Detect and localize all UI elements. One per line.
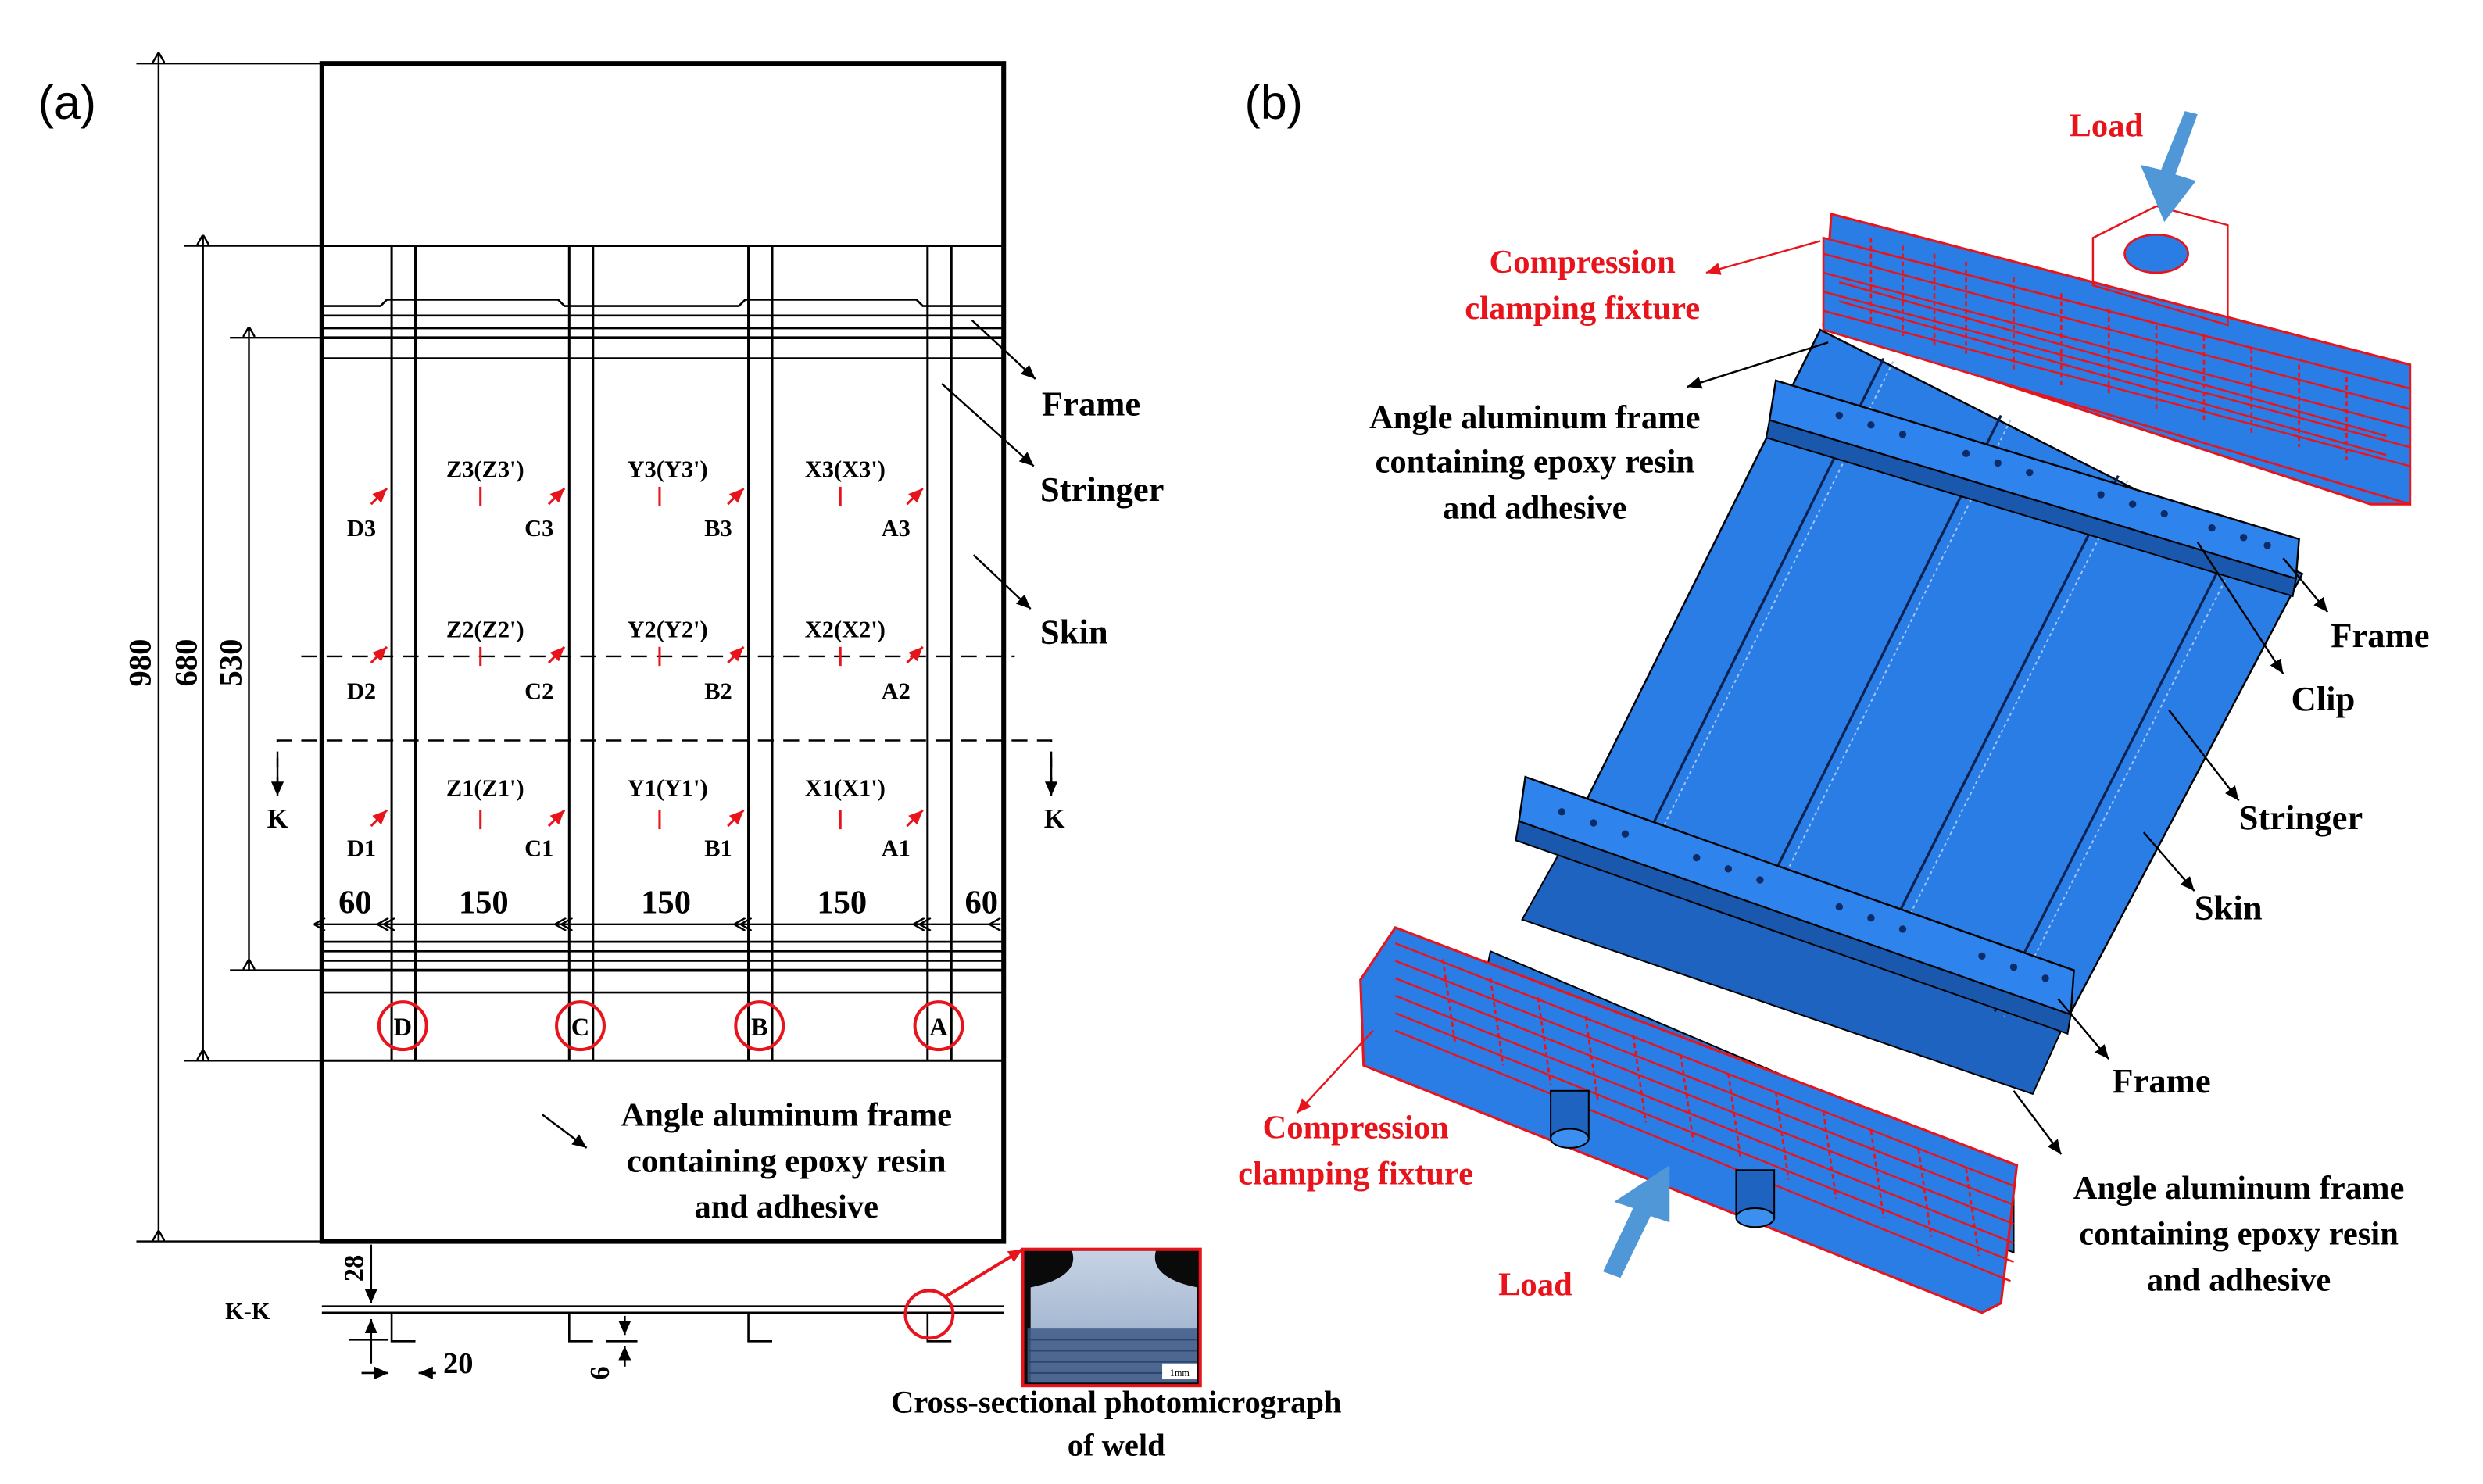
callout-stringer-b: Stringer [2239, 798, 2363, 837]
callout-frame-bottom-b: Frame [2112, 1061, 2210, 1100]
frame-top-3d [1765, 379, 2300, 598]
callout-skin-b: Skin [2195, 889, 2263, 928]
load-label-bottom: Load [1498, 1267, 1572, 1303]
gauge-label-b2: B2 [704, 678, 732, 705]
gauge-label-c1: C1 [524, 835, 553, 862]
dim-6: 6 [585, 1366, 615, 1379]
panel-b-label: (b) [1245, 76, 1303, 129]
fixture-top-label-line1: Compression [1490, 244, 1676, 281]
dim-150-2: 150 [641, 885, 691, 921]
gauge-label-z2: Z2(Z2') [446, 617, 524, 643]
fixture-top-3d [1822, 205, 2412, 506]
angle-frame-top-line2: containing epoxy resin [1375, 444, 1694, 481]
frame-bottom-3d [1515, 775, 2075, 1035]
gauge-label-b3: B3 [704, 515, 732, 542]
dim-150-3: 150 [817, 885, 867, 921]
gauge-label-b1: B1 [704, 835, 732, 862]
dim-60-left: 60 [338, 885, 372, 921]
gauge-label-y2: Y2(Y2') [628, 617, 708, 643]
angle-frame-top-line1: Angle aluminum frame [1369, 399, 1701, 436]
fixture-bottom-label-line1: Compression [1262, 1110, 1449, 1146]
dim-60-right: 60 [964, 885, 998, 921]
load-label-top: Load [2070, 108, 2144, 145]
gauge-marks [370, 486, 924, 830]
gauge-label-a3: A3 [882, 515, 911, 542]
angle-frame-top-line3: and adhesive [1443, 489, 1627, 526]
weld-photomicrograph: 1mm [1021, 1247, 1202, 1388]
dim-20: 20 [443, 1347, 474, 1380]
frame-lines [321, 244, 1004, 1062]
section-kk-label: K-K [225, 1298, 270, 1325]
gauge-label-c2: C2 [524, 678, 553, 705]
callout-frame-top-b: Frame [2331, 616, 2429, 655]
photo-caption-line2: of weld [1068, 1427, 1165, 1462]
gauge-label-d2: D2 [347, 678, 376, 705]
stringer-id-b: B [751, 1014, 768, 1042]
vertical-dimensions [136, 63, 322, 1243]
scale-bar-label: 1mm [1170, 1368, 1190, 1379]
callout-stringer-a: Stringer [1040, 470, 1165, 509]
section-marker-right: K [1044, 804, 1065, 834]
angle-frame-bottom-line3: and adhesive [2147, 1261, 2331, 1298]
stringer-lines [390, 245, 953, 1061]
gauge-label-z1: Z1(Z1') [446, 774, 524, 801]
gauge-label-a1: A1 [882, 835, 911, 862]
callout-frame-a: Frame [1042, 384, 1140, 424]
gauge-label-x1: X1(X1') [805, 774, 886, 801]
stringer-id-a: A [929, 1014, 948, 1042]
angle-frame-note-line1: Angle aluminum frame [621, 1096, 952, 1133]
gauge-label-x3: X3(X3') [805, 456, 886, 483]
skin-panel-outline [319, 61, 1007, 1244]
angle-frame-note-line3: and adhesive [694, 1189, 878, 1225]
gauge-label-a2: A2 [882, 678, 911, 705]
section-kk-profile [321, 1244, 1024, 1380]
stringer-id-c: C [571, 1014, 589, 1042]
gauge-label-y1: Y1(Y1') [628, 774, 708, 801]
gauge-label-y3: Y3(Y3') [628, 456, 708, 483]
gauge-label-d3: D3 [347, 515, 376, 542]
angle-frame-bottom-line2: containing epoxy resin [2079, 1216, 2399, 1253]
panel-a-label: (a) [38, 76, 96, 129]
gauge-label-d1: D1 [347, 835, 376, 862]
fixture-top-label-line2: clamping fixture [1465, 290, 1700, 327]
stringer-id-d: D [394, 1014, 412, 1042]
gauge-label-x2: X2(X2') [805, 617, 886, 643]
fixture-bottom-label-line2: clamping fixture [1238, 1156, 1473, 1193]
section-marker-left: K [267, 804, 288, 834]
load-arrow-bottom [1603, 1165, 1670, 1278]
fixture-bottom-3d [1359, 926, 2019, 1314]
callout-clip-b: Clip [2292, 679, 2356, 718]
dim-28: 28 [340, 1255, 370, 1282]
dim-530: 530 [213, 639, 248, 687]
panel-a: (a) [38, 61, 1342, 1462]
angle-frame-bottom-line1: Angle aluminum frame [2073, 1170, 2405, 1207]
load-arrow-top [2140, 111, 2198, 223]
angle-frame-note-line2: containing epoxy resin [627, 1143, 946, 1179]
dim-980: 980 [123, 639, 158, 687]
dim-680: 680 [169, 639, 204, 687]
callout-leaders-a [941, 319, 1036, 610]
panel-b: (b) [1238, 76, 2430, 1314]
dim-150-1: 150 [459, 885, 509, 921]
gauge-label-z3: Z3(Z3') [446, 456, 524, 483]
gauge-label-c3: C3 [524, 515, 553, 542]
photo-caption-line1: Cross-sectional photomicrograph [891, 1385, 1342, 1420]
stringer-id-circles [377, 1000, 964, 1052]
callout-skin-a: Skin [1040, 613, 1108, 652]
callout-leaders-b [1296, 240, 2329, 1155]
